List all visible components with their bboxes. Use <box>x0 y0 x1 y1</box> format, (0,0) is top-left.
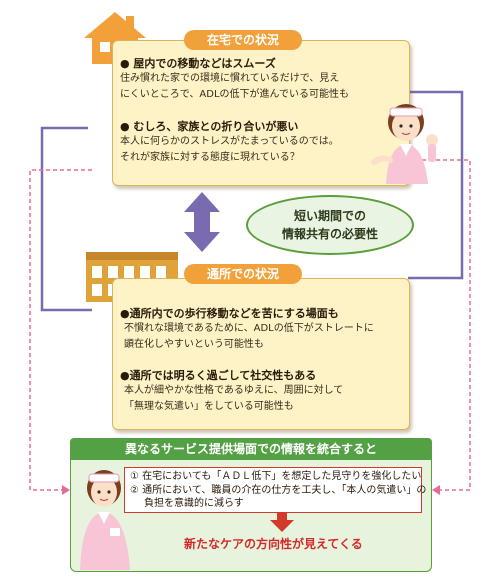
home-situation-tab: 在宅での状況 <box>184 30 302 50</box>
bubble-line-1: 短い期間での <box>293 209 366 223</box>
daycare-point-1-heading: ●通所内での歩行移動などを苦にする場面も <box>120 307 339 320</box>
daycare-situation-panel <box>112 278 410 430</box>
home-situation-panel <box>112 40 410 186</box>
double-arrow-icon <box>184 192 220 252</box>
care-direction-result: 新たなケアの方向性が見えてくる <box>184 537 363 551</box>
home-point-1-line-1: 住み慣れた家での環境に慣れているだけで、見え <box>120 73 340 84</box>
left-loop-line <box>40 126 92 312</box>
bubble-line-2: 情報共有の必要性 <box>281 227 378 241</box>
right-loop-line <box>408 90 464 280</box>
down-arrow-icon <box>270 512 294 532</box>
right-dashed-arrow <box>408 159 471 491</box>
action-item-1: ① 在宅においても「ＡＤＬ低下」を想定した見守りを強化したい <box>130 471 422 482</box>
action-item-2-line-2: 負担を意識的に減らす <box>144 498 244 509</box>
home-point-2-line-2: それが家族に対する態度に現れている？ <box>120 152 300 163</box>
action-items-box <box>124 467 422 513</box>
nurse-illustration <box>371 104 438 184</box>
nurse-summary-illustration <box>80 470 130 570</box>
info-sharing-bubble: 短い期間での 情報共有の必要性 <box>246 195 414 255</box>
home-point-2-heading: ● むしろ、家族との折り合いが悪い <box>120 120 299 133</box>
daycare-point-1-line-2: 顕在化しやすいという可能性も <box>124 339 264 350</box>
left-dashed-arrow <box>29 169 92 491</box>
daycare-point-1-line-1: 不慣れな環境であるために、ADLの低下がストレートに <box>124 323 374 334</box>
daycare-situation-tab: 通所での状況 <box>184 264 302 284</box>
home-point-2-line-1: 本人に何らかのストレスがたまっているのでは。 <box>120 136 339 147</box>
action-item-2-line-1: ② 通所において、職員の介在の仕方を工夫し、「本人の気遣い」の <box>130 485 427 496</box>
daycare-point-2-heading: ●通所では明るく過ごして社交性もある <box>120 369 317 382</box>
home-point-1-heading: ● 屋内での移動などはスムーズ <box>120 57 276 70</box>
summary-title: 異なるサービス提供場面での情報を統合すると <box>70 438 432 460</box>
home-point-1-line-2: にくいところで、ADLの低下が進んでいる可能性も <box>120 89 350 100</box>
daycare-point-2-line-2: 「無理な気遣い」をしている可能性も <box>124 401 294 412</box>
daycare-point-2-line-1: 本人が細やかな性格であるゆえに、周囲に対して <box>124 385 344 396</box>
